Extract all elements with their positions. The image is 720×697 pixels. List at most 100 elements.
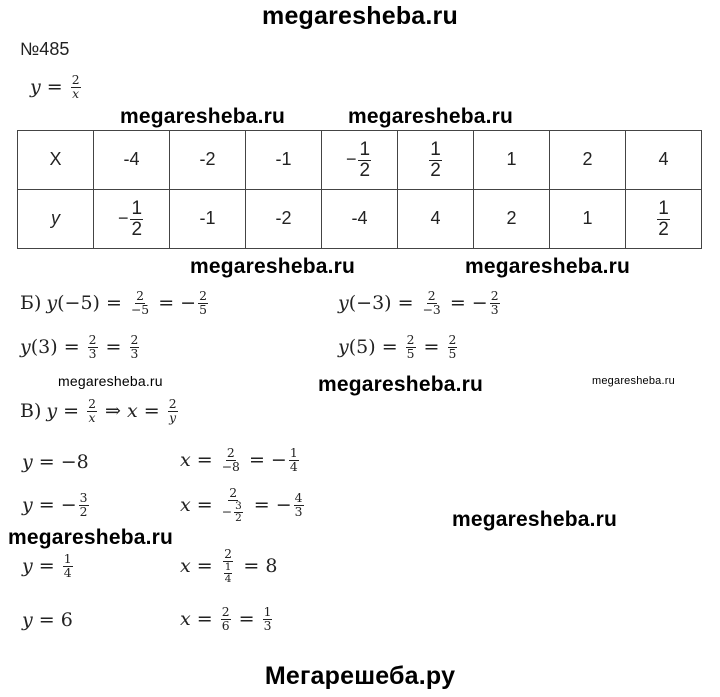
- math-text: =: [417, 336, 446, 358]
- denominator: 4: [289, 459, 299, 474]
- variable: x: [180, 608, 191, 630]
- math-text: =: [232, 608, 261, 630]
- denominator: −3: [422, 302, 442, 317]
- variable: x: [126, 400, 138, 422]
- math-text: −3: [422, 302, 441, 317]
- math-text: 1: [359, 138, 371, 160]
- math-text: -1: [275, 149, 292, 170]
- math-text: 4: [430, 208, 441, 229]
- watermark: megaresheba.ru: [348, 105, 514, 128]
- denominator: 5: [448, 346, 458, 361]
- denominator: 3: [88, 346, 98, 361]
- variable: x: [88, 410, 96, 425]
- fraction: 2−5: [130, 290, 150, 317]
- numerator: 4: [293, 491, 304, 506]
- watermark: megaresheba.ru: [452, 508, 618, 531]
- math-text: 1: [263, 605, 272, 619]
- cell-value: -4: [123, 149, 139, 170]
- watermark: megaresheba.ru: [8, 526, 174, 549]
- denominator: 2: [130, 219, 143, 240]
- table-cell: -1: [169, 189, 246, 249]
- numerator: 2: [225, 447, 236, 461]
- y-value-1: y = −8: [22, 452, 89, 473]
- denominator: 2: [429, 160, 442, 181]
- math-text: =: [190, 494, 219, 517]
- denominator: 3: [294, 506, 304, 519]
- denominator: 2: [358, 160, 371, 181]
- denominator: 2: [657, 218, 670, 240]
- cell-value: 1: [582, 208, 593, 229]
- math-text: 2: [406, 333, 415, 347]
- variable: y: [51, 208, 60, 229]
- math-text: 5: [448, 346, 457, 361]
- variable: y: [46, 400, 58, 422]
- math-text: 3: [88, 346, 97, 361]
- cell-value: -1: [199, 208, 215, 229]
- numerator: 2: [489, 290, 500, 304]
- denominator: 2: [79, 505, 89, 519]
- cell-value: 1: [506, 149, 516, 170]
- math-text: 2: [235, 511, 242, 524]
- math-text: 1: [658, 197, 669, 219]
- math-text: =: [190, 608, 219, 630]
- numerator: 2: [135, 290, 145, 304]
- denominator: x: [88, 410, 97, 425]
- cell-value: 2: [506, 208, 516, 229]
- math-text: 2: [221, 605, 230, 619]
- math-text: 1: [582, 208, 593, 229]
- math-text: =: [32, 555, 61, 577]
- math-text: (3) =: [30, 336, 86, 358]
- numerator: 1: [223, 560, 233, 574]
- math-text: =: [137, 400, 166, 422]
- math-text: =: [190, 449, 219, 471]
- denominator: 3: [490, 302, 500, 317]
- math-text: = 8: [237, 555, 278, 578]
- variable: x: [180, 555, 191, 578]
- math-text: 3: [490, 302, 499, 317]
- math-text: 2: [427, 289, 436, 303]
- table-cell: -4: [93, 130, 170, 190]
- variable: x: [180, 449, 191, 471]
- math-text: =: [57, 400, 86, 422]
- math-text: = 6: [32, 609, 73, 631]
- table-cell: 1: [549, 189, 626, 249]
- variable: y: [338, 336, 349, 358]
- math-text: -4: [351, 208, 368, 229]
- variable: y: [22, 609, 33, 631]
- math-text: 2: [658, 218, 669, 240]
- numerator: 1: [288, 447, 299, 461]
- math-text: 4: [294, 491, 303, 506]
- denominator: 5: [406, 347, 416, 361]
- table-cell: 4: [397, 189, 474, 249]
- denominator: x: [71, 87, 80, 101]
- math-text: 6: [221, 618, 230, 633]
- numerator: 3: [234, 500, 243, 513]
- math-text: −8: [221, 459, 240, 474]
- numerator: 2: [129, 334, 140, 348]
- table-cell: -1: [245, 130, 322, 190]
- denominator: 5: [198, 303, 208, 317]
- watermark: megaresheba.ru: [120, 105, 286, 128]
- math-text: 4: [289, 459, 298, 474]
- table-cell: y: [17, 189, 94, 249]
- numerator: 1: [262, 605, 273, 620]
- numerator: 2: [220, 605, 231, 620]
- math-text: 1: [224, 560, 232, 573]
- math-text: = −: [443, 292, 488, 314]
